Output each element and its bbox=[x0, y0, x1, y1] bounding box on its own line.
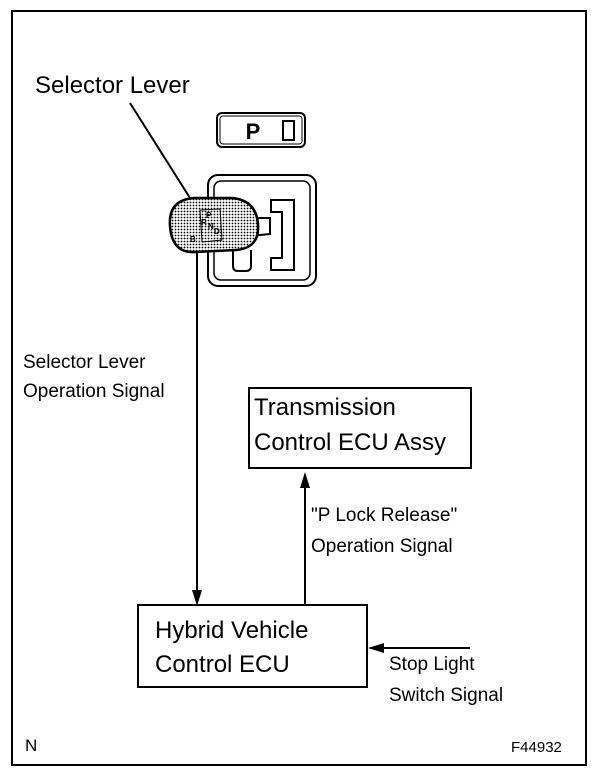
corner-mark: N bbox=[25, 736, 38, 755]
transmission-ecu-label-2: Control ECU Assy bbox=[254, 429, 447, 456]
transmission-ecu-box: Transmission Control ECU Assy bbox=[248, 387, 472, 469]
p-lock-label-2: Operation Signal bbox=[311, 536, 453, 557]
hybrid-ecu-label-1: Hybrid Vehicle bbox=[155, 617, 309, 644]
p-lock-label-1: "P Lock Release" bbox=[311, 505, 458, 526]
gate-slot bbox=[270, 199, 295, 271]
knob-letter-r: R bbox=[201, 218, 207, 227]
selector-signal-label-2: Operation Signal bbox=[23, 381, 165, 402]
selector-leader-line bbox=[129, 102, 191, 199]
figure-frame bbox=[11, 10, 587, 766]
stop-light-label-1: Stop Light bbox=[389, 654, 475, 675]
stop-light-arrow bbox=[368, 643, 470, 653]
knob-letter-d: D bbox=[214, 227, 220, 236]
gear-indicator-text: P bbox=[246, 119, 261, 144]
gear-indicator-display: P bbox=[216, 112, 306, 148]
knob-letter-p: P bbox=[206, 211, 212, 220]
transmission-ecu-label-1: Transmission bbox=[254, 394, 396, 421]
p-lock-arrow bbox=[300, 472, 310, 604]
indicator-lamp bbox=[282, 120, 295, 141]
selector-lever-label: Selector Lever bbox=[35, 72, 190, 99]
selector-signal-arrow bbox=[192, 252, 202, 606]
selector-signal-label-1: Selector Lever bbox=[23, 352, 146, 373]
stop-light-label-2: Switch Signal bbox=[389, 685, 504, 706]
knob-letter-b: B bbox=[190, 235, 196, 244]
hybrid-ecu-label-2: Control ECU bbox=[155, 651, 290, 678]
hybrid-ecu-box: Hybrid Vehicle Control ECU bbox=[137, 604, 368, 688]
knob-letter-n: N bbox=[208, 222, 214, 231]
figure-code: F44932 bbox=[511, 739, 562, 756]
selector-knob: P R N D B bbox=[168, 196, 260, 254]
